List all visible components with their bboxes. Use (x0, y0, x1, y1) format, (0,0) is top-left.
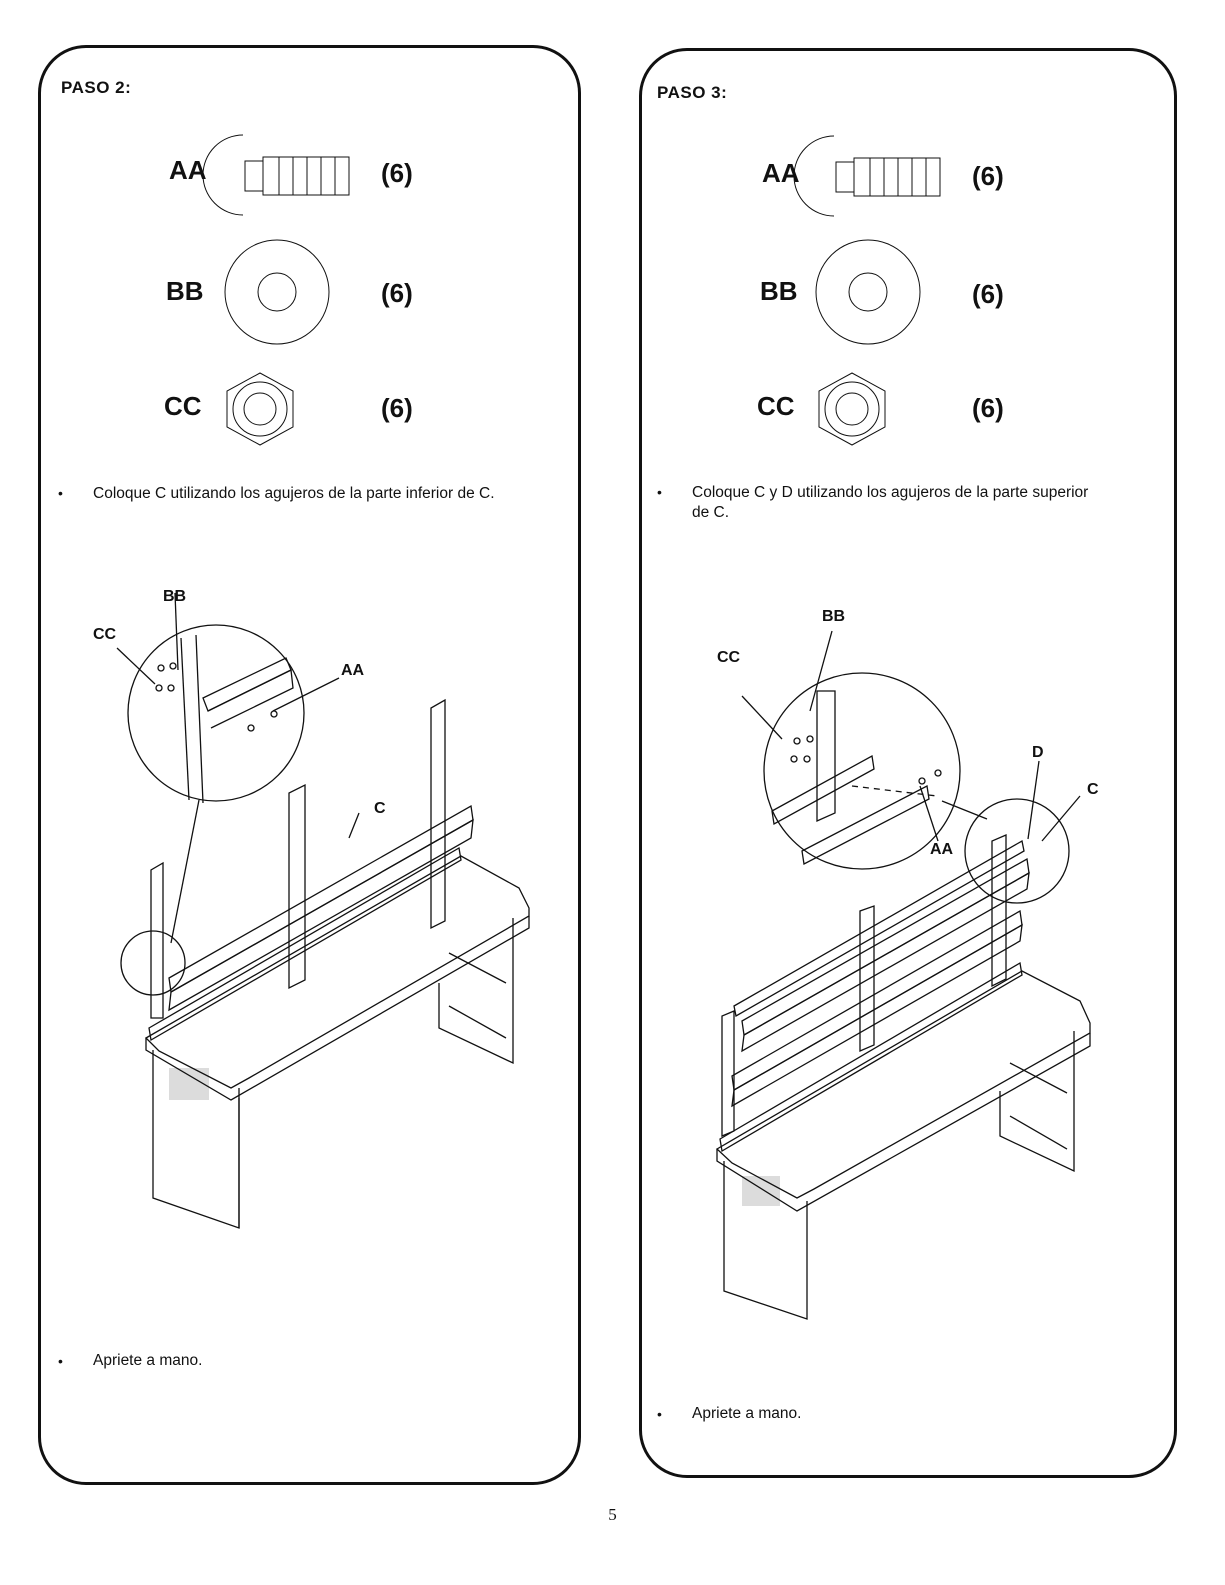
callout-cc: CC (717, 649, 740, 667)
callout-c: C (1087, 781, 1099, 799)
workbench-assembly-drawing (41, 48, 584, 1488)
step-3-panel: PASO 3: AA (6) BB (6) CC (6) • Coloque C… (639, 48, 1177, 1478)
page-number: 5 (0, 1505, 1225, 1525)
callout-d: D (1032, 744, 1044, 762)
footer-instruction: Apriete a mano. (93, 1351, 202, 1371)
workbench-assembly-drawing (642, 51, 1180, 1481)
callout-c: C (374, 800, 386, 818)
bullet: • (58, 1353, 63, 1369)
callout-bb: BB (822, 608, 845, 626)
callout-aa: AA (341, 662, 364, 680)
callout-cc: CC (93, 626, 116, 644)
bullet: • (657, 1406, 662, 1422)
callout-bb: BB (163, 588, 186, 606)
footer-instruction: Apriete a mano. (692, 1404, 801, 1424)
step-2-panel: PASO 2: AA (6) BB (6) CC (6) • Coloque C… (38, 45, 581, 1485)
callout-aa: AA (930, 841, 953, 859)
